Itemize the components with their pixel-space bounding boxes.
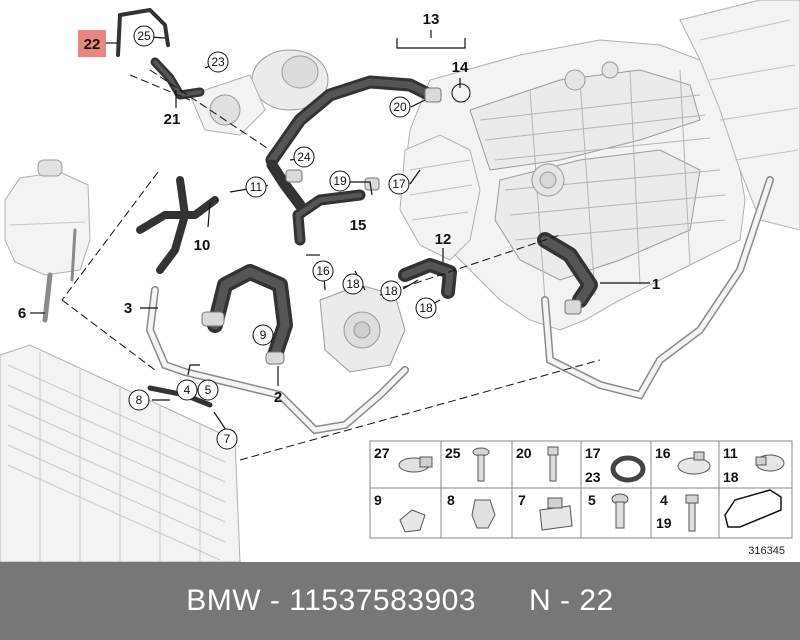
radiator [0, 344, 241, 562]
callout-22: 22 [84, 36, 101, 53]
callout-1: 1 [652, 276, 660, 293]
callout-2: 2 [274, 389, 282, 406]
callout-15: 15 [350, 217, 367, 234]
callout-circle-20: 20 [389, 96, 411, 118]
legend-label-16: 16 [655, 445, 671, 461]
coolant-pipes [42, 176, 774, 435]
callout-21: 21 [164, 111, 181, 128]
callout-12: 12 [435, 231, 452, 248]
callout-circle-5: 5 [197, 379, 219, 401]
legend-label-20: 20 [516, 445, 532, 461]
svg-text:19: 19 [333, 174, 347, 188]
legend-label-9: 9 [374, 492, 382, 508]
coolant-hoses [116, 8, 598, 408]
reference-lines [61, 69, 601, 461]
screw-icon [547, 446, 559, 482]
callout-circle-25: 25 [133, 25, 155, 47]
svg-text:17: 17 [392, 177, 406, 191]
expansion-tank [4, 159, 91, 276]
legend-label-11: 11 [723, 445, 738, 461]
svg-text:11: 11 [250, 180, 263, 194]
callout-circle-16: 16 [312, 260, 334, 282]
seal-ring-icon [610, 455, 646, 483]
svg-text:8: 8 [136, 393, 143, 407]
svg-text:18: 18 [346, 277, 360, 291]
torx-bolt-icon [611, 493, 629, 529]
svg-text:18: 18 [384, 284, 398, 298]
water-pump [319, 284, 406, 373]
callout-14: 14 [452, 59, 469, 76]
svg-text:25: 25 [137, 29, 151, 43]
part-number-banner: BMW - 11537583903 N - 22 [0, 562, 800, 640]
clip-icon [755, 454, 785, 472]
svg-text:9: 9 [260, 328, 267, 342]
callout-circle-18c: 18 [415, 297, 437, 319]
legend-table: 27 25 20 17 23 16 11 18 9 8 7 5 4 19 [369, 440, 793, 539]
retaining-clip-icon [399, 509, 426, 533]
callout-circle-24: 24 [293, 146, 315, 168]
callout-3: 3 [124, 300, 132, 317]
legend-label-17: 17 [585, 445, 601, 461]
hose-clamp-icon [398, 456, 433, 473]
legend-label-4: 4 [660, 492, 668, 508]
svg-text:24: 24 [297, 150, 311, 164]
callout-13: 13 [423, 11, 440, 28]
svg-text:7: 7 [224, 432, 231, 446]
legend-label-27: 27 [374, 445, 390, 461]
callout-circle-14-seal [451, 83, 471, 103]
svg-text:20: 20 [393, 100, 407, 114]
callout-circles: 25 23 20 24 11 19 17 16 18 18 18 9 4 5 8… [128, 25, 471, 450]
spring-clamp-icon [677, 451, 711, 475]
callout-10: 10 [194, 237, 211, 254]
legend-label-23: 23 [585, 469, 601, 485]
callout-circle-23: 23 [207, 51, 229, 73]
highlighted-part-marker [78, 30, 106, 57]
callout-6: 6 [18, 305, 26, 322]
legend-label-7: 7 [518, 492, 526, 508]
callout-circle-19: 19 [329, 170, 351, 192]
svg-text:5: 5 [205, 383, 212, 397]
legend-label-18: 18 [723, 469, 739, 485]
legend-label-8: 8 [447, 492, 455, 508]
legend-label-5: 5 [588, 492, 596, 508]
callout-circle-11: 11 [245, 176, 267, 198]
callout-circle-17: 17 [388, 173, 410, 195]
band-clamp-icon [539, 497, 573, 531]
svg-text:18: 18 [419, 301, 433, 315]
part-number-text: BMW - 11537583903 N - 22 [186, 584, 614, 617]
callout-circle-18a: 18 [342, 273, 364, 295]
diagram-number: 316345 [748, 545, 785, 557]
callout-circle-4: 4 [176, 379, 198, 401]
direction-arrow-icon [724, 489, 782, 528]
svg-text:4: 4 [184, 383, 191, 397]
hex-bolt-icon [685, 494, 699, 532]
svg-text:16: 16 [316, 264, 330, 278]
legend-label-25: 25 [445, 445, 461, 461]
svg-text:23: 23 [211, 55, 225, 69]
legend-label-19: 19 [656, 515, 672, 531]
callout-circle-18b: 18 [380, 280, 402, 302]
callout-circle-8: 8 [128, 389, 150, 411]
plug-clip-icon [471, 499, 496, 529]
parts-diagram: 22 13 14 21 15 10 12 3 6 1 2 25 23 20 24… [0, 0, 800, 562]
bolt-icon [472, 447, 490, 482]
turbocharger [189, 49, 329, 136]
callout-circle-7: 7 [216, 428, 238, 450]
callout-circle-9: 9 [252, 324, 274, 346]
callout-labels: 22 13 14 21 15 10 12 3 6 1 2 [18, 11, 660, 406]
